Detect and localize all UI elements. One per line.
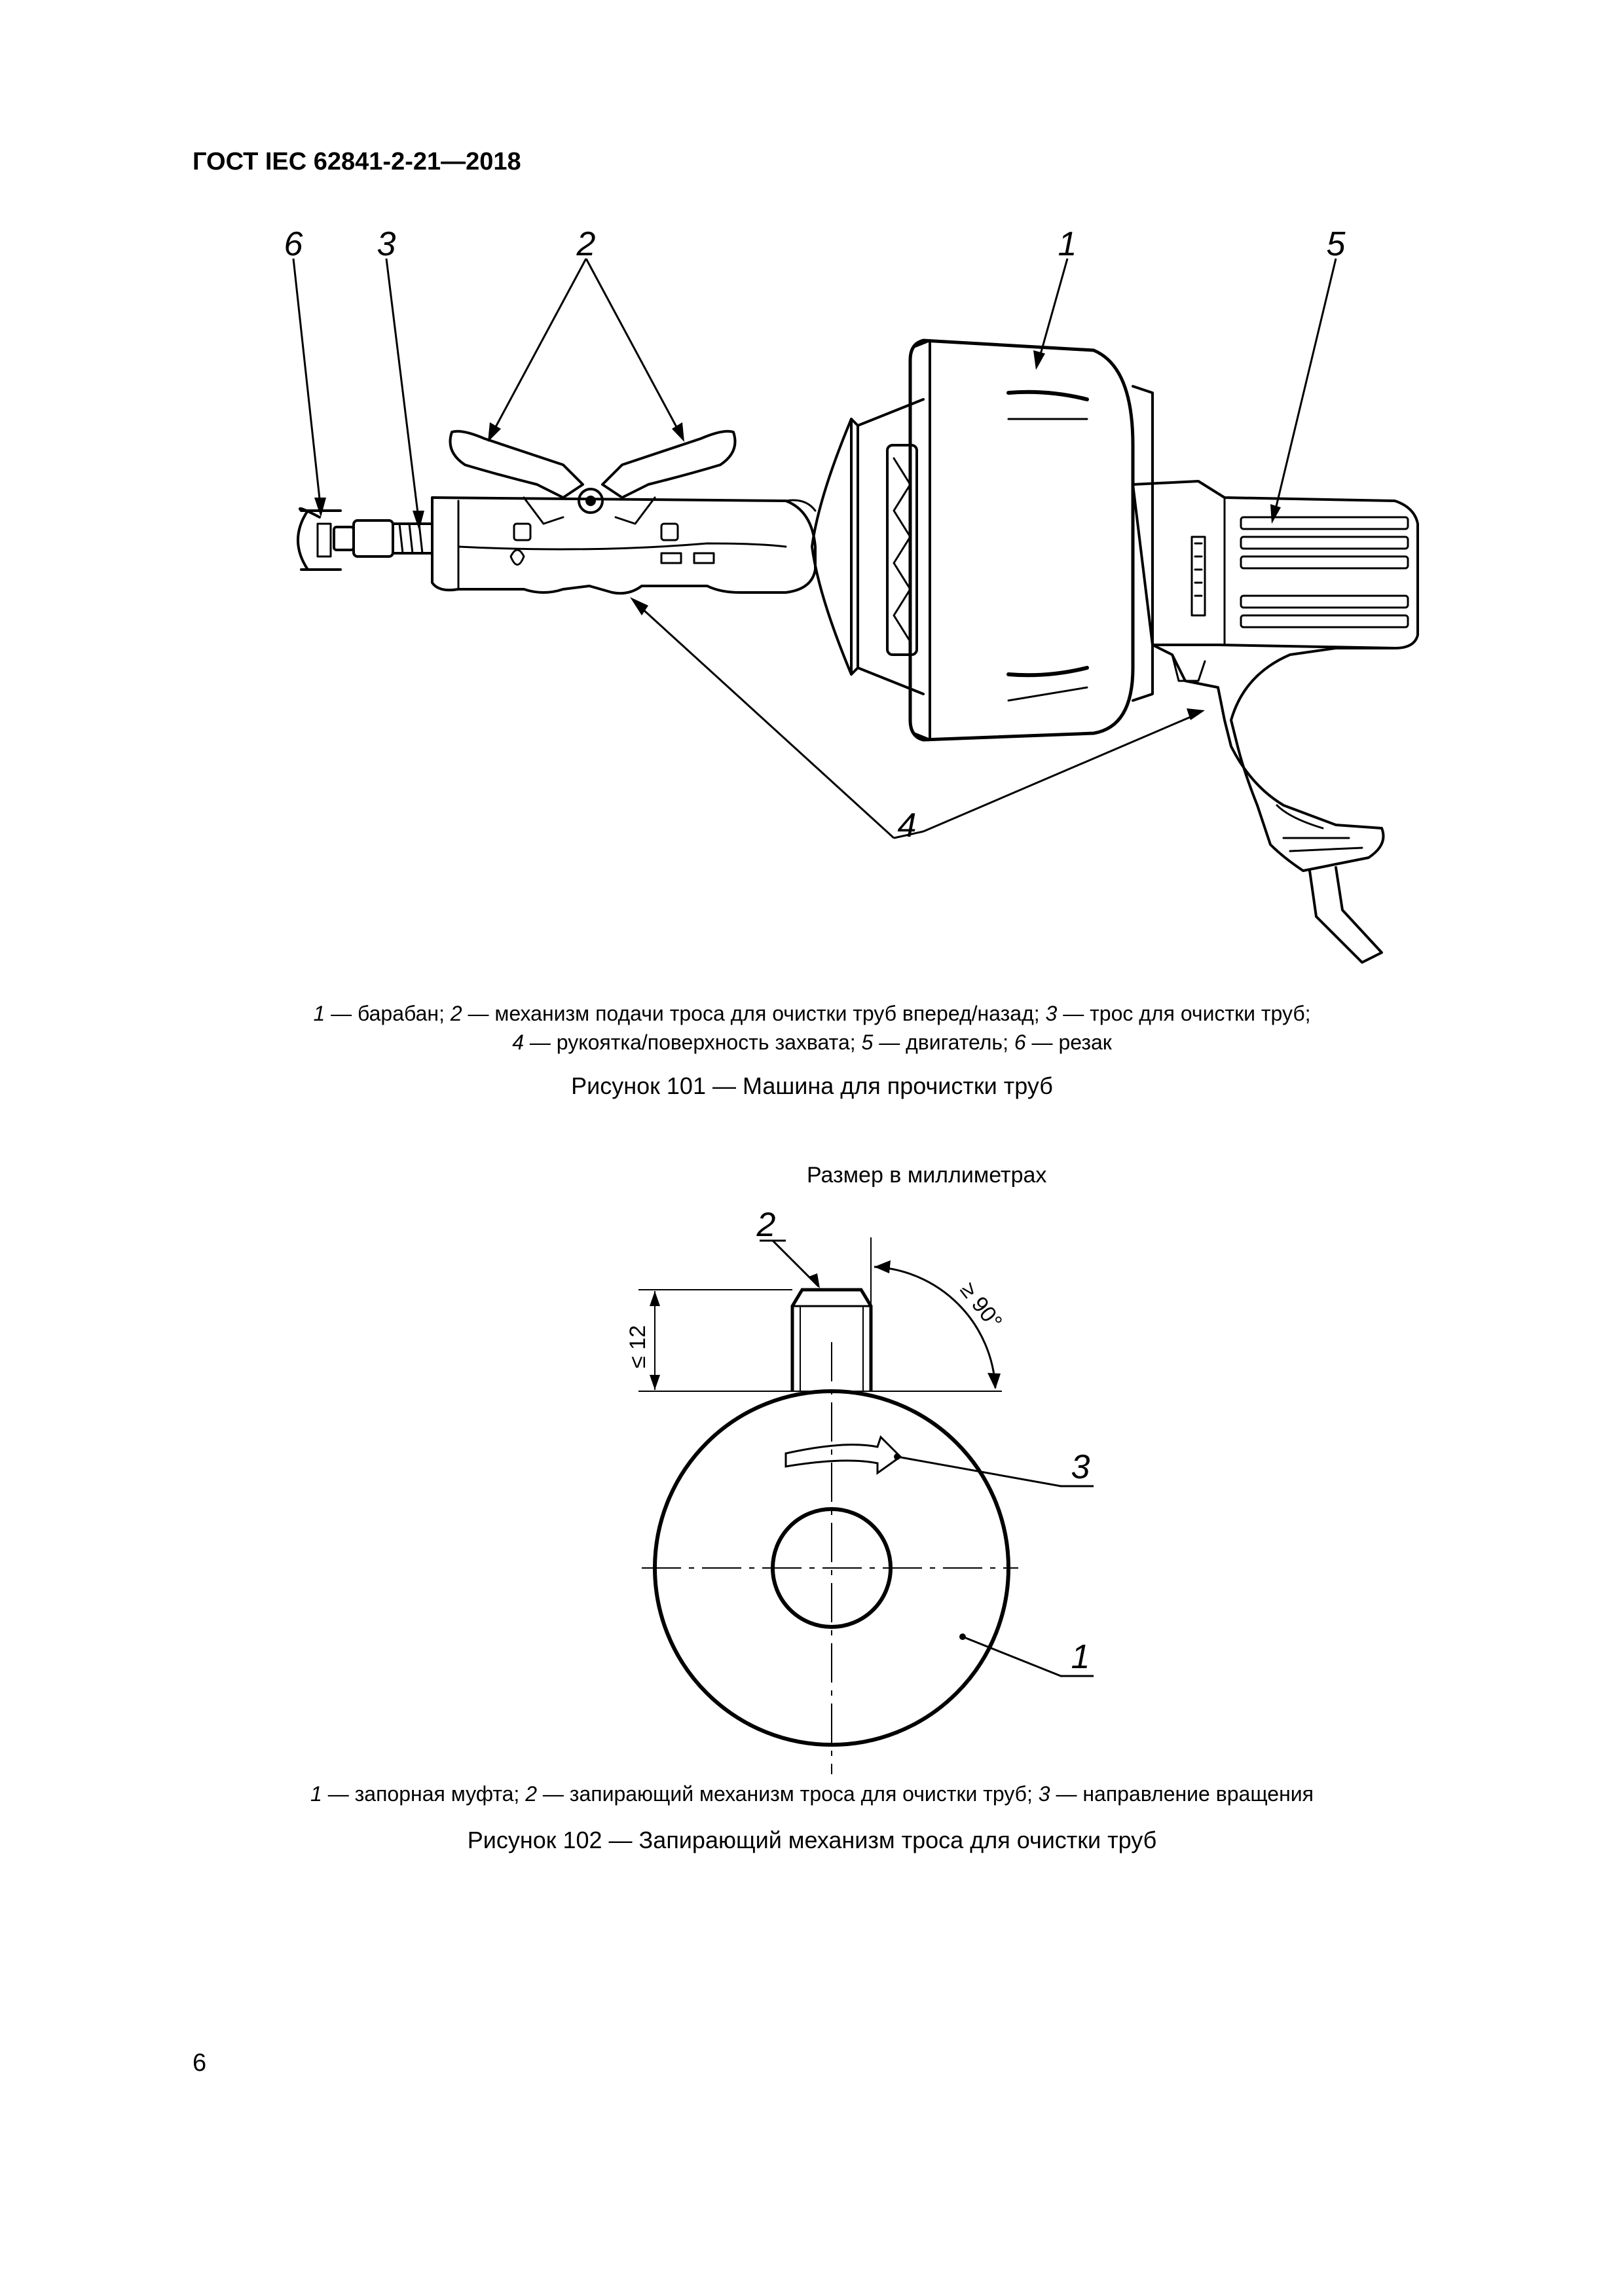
fig102-label-3: 3 (1071, 1448, 1090, 1486)
fig102-caption: Рисунок 102 — Запирающий механизм троса … (467, 1827, 1157, 1853)
legend-text: — барабан; (325, 1002, 451, 1025)
fig102-label-1: 1 (1071, 1638, 1090, 1676)
legend-num: 3 (1038, 1782, 1050, 1806)
rear-handle (1151, 644, 1396, 872)
fig102-legend: 1 — запорная муфта; 2 — запирающий механ… (0, 1782, 1624, 1806)
fig101-label-6: 6 (284, 225, 303, 263)
page-number: 6 (193, 2049, 207, 2077)
fig101-caption: Рисунок 101 — Машина для прочистки труб (571, 1072, 1053, 1099)
legend-num: 2 (525, 1782, 537, 1806)
document-header: ГОСТ IEC 62841-2-21—2018 (193, 148, 521, 175)
legend-text: — трос для очистки труб; (1057, 1002, 1311, 1025)
fig101-label-1: 1 (1058, 225, 1077, 263)
legend-text: — запорная муфта; (322, 1782, 526, 1806)
legend-num: 1 (313, 1002, 325, 1025)
lever-left (449, 429, 584, 499)
legend-text: — двигатель; (873, 1030, 1014, 1054)
fig101-legend-line1: 1 — барабан; 2 — механизм подачи троса д… (0, 1002, 1624, 1026)
lever-right (601, 429, 737, 499)
legend-num: 4 (512, 1030, 524, 1054)
fig101-label-5: 5 (1327, 225, 1346, 263)
figure-101-drawing: 6 3 2 1 5 4 (284, 225, 1419, 964)
legend-text: — резак (1025, 1030, 1112, 1054)
legend-num: 5 (861, 1030, 874, 1054)
power-cord (1308, 866, 1383, 964)
size-note: Размер в миллиметрах (807, 1163, 1047, 1188)
fig101-label-3: 3 (377, 225, 396, 263)
legend-num: 1 (310, 1782, 322, 1806)
dimension-height: ≤ 12 (625, 1325, 650, 1368)
drum-cone (850, 418, 859, 676)
drum (908, 338, 1135, 742)
legend-text: — направление вращения (1050, 1782, 1314, 1806)
legend-num: 3 (1045, 1002, 1058, 1025)
fig101-label-2: 2 (576, 225, 596, 263)
front-handle (431, 496, 817, 595)
legend-text: — запирающий механизм троса для очистки … (537, 1782, 1039, 1806)
rotation-arrow (784, 1435, 902, 1475)
fig101-legend-line2: 4 — рукоятка/поверхность захвата; 5 — дв… (0, 1030, 1624, 1055)
legend-num: 6 (1014, 1030, 1026, 1054)
legend-num: 2 (450, 1002, 462, 1025)
legend-text: — рукоятка/поверхность захвата; (524, 1030, 862, 1054)
legend-text: — механизм подачи троса для очистки труб… (462, 1002, 1046, 1025)
figure-102-drawing: 2 3 1 ≤ 12 ≥ 90° (625, 1206, 1094, 1774)
fig102-label-2: 2 (756, 1206, 776, 1244)
dimension-angle: ≥ 90° (955, 1278, 1007, 1334)
fig101-label-4: 4 (898, 807, 917, 845)
